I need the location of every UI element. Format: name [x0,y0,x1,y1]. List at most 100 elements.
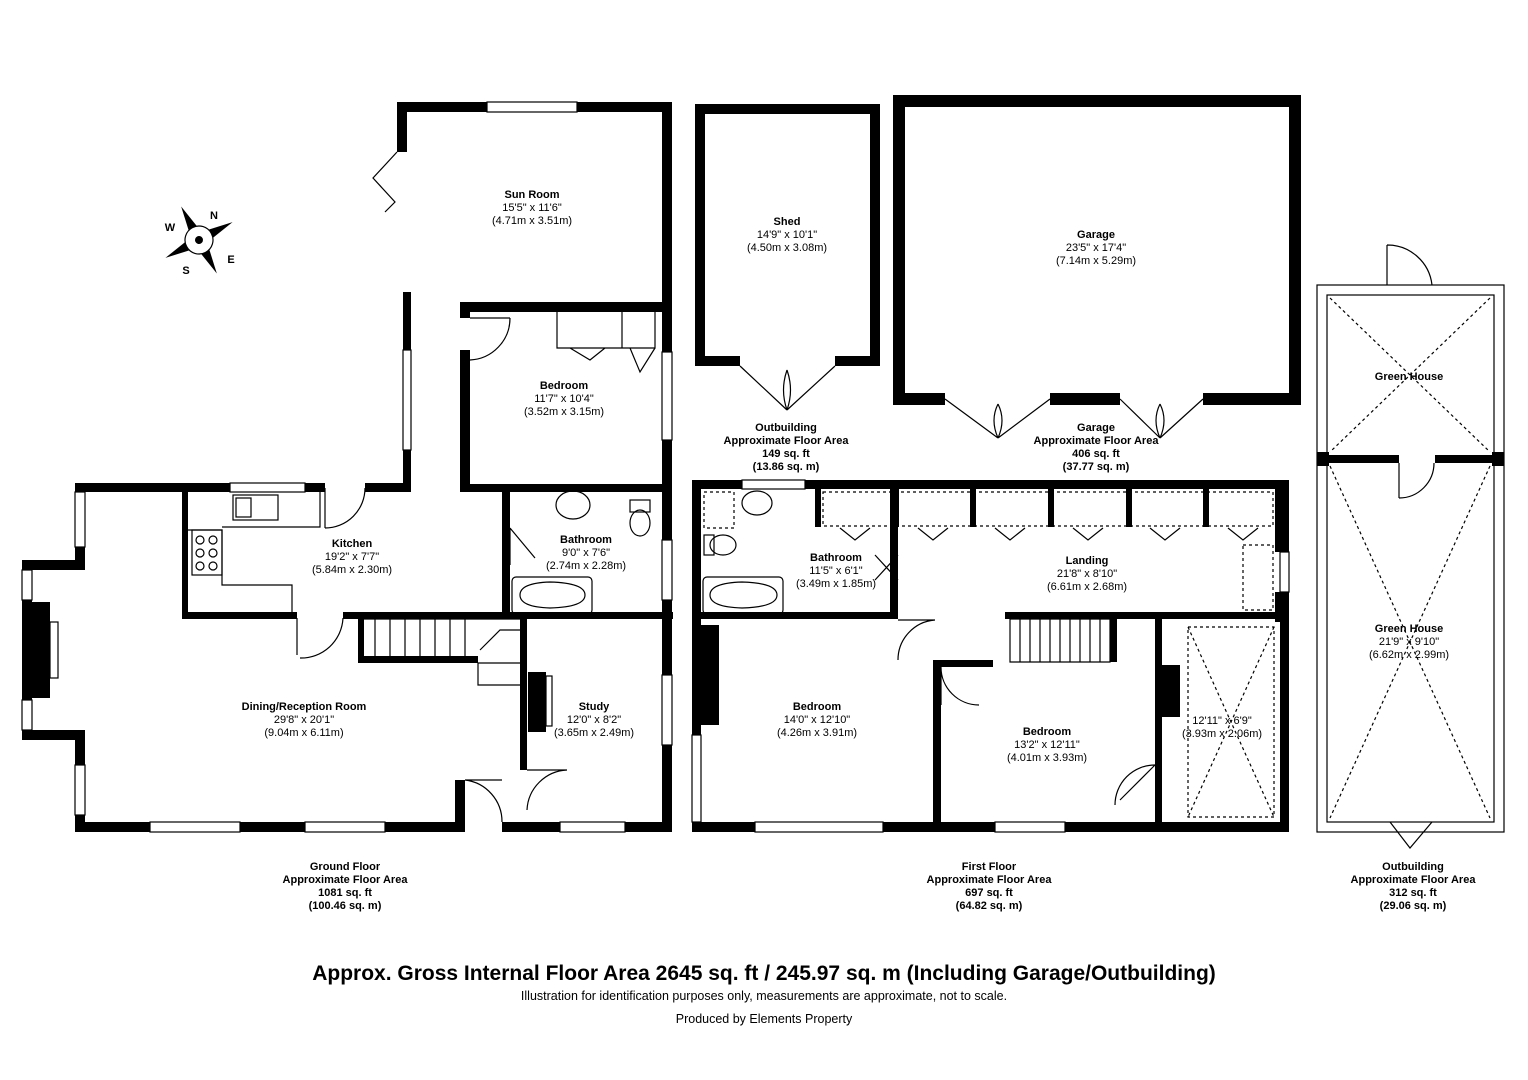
room-name: Landing [1065,555,1109,567]
window [149,821,241,833]
room-name: Bedroom [539,380,589,392]
room-name: Bedroom [792,701,842,713]
room-dims-metric: (3.52m x 3.15m) [523,406,605,418]
wall [75,483,325,492]
area-heading: Ground Floor [309,861,381,873]
room-dims-imperial: 21'9" x 9'10" [1378,636,1440,648]
compass-rose [165,206,233,274]
window [741,479,806,490]
area-subheading: Approximate Floor Area [282,874,408,886]
fireplace [528,672,546,732]
bathtub [519,581,586,609]
wardrobe [822,491,1274,527]
wall [933,660,941,828]
door [1119,398,1204,439]
room-name: Green House [1374,371,1444,383]
wall [1126,489,1132,527]
store-area [1187,626,1275,818]
wall [1317,452,1329,466]
area-sqft: 697 sq. ft [965,887,1013,899]
fireplace [1162,665,1180,717]
wall [1203,489,1209,527]
room-label-green-house: Green House 21'9" x 9'10" (6.62m x 2.99m… [1369,623,1449,662]
wall [805,480,1289,489]
room-label-garage: Garage 23'5" x 17'4" (7.14m x 5.29m) [1056,229,1136,268]
shower [703,491,735,529]
greenhouse-outline [1316,284,1505,833]
door [1386,244,1433,286]
compass-west-label: W [164,222,176,234]
room-dims-metric: (3.49m x 1.85m) [795,578,877,590]
room-label-landing: Landing 21'8" x 8'10" (6.61m x 2.68m) [1047,555,1127,594]
room-label-sun-room: Sun Room 15'5" x 11'6" (4.71m x 3.51m) [492,189,572,228]
room-label-dining: Dining/Reception Room 29'8" x 20'1" (9.0… [242,701,367,740]
room-label-study: Study 12'0" x 8'2" (3.65m x 2.49m) [554,701,634,740]
window [661,351,673,441]
sink [232,494,279,521]
room-dims-imperial: 21'8" x 8'10" [1056,568,1118,580]
wall [695,356,740,366]
wardrobe [556,312,656,374]
door [1398,462,1435,499]
area-sqm: (100.46 sq. m) [308,900,382,912]
wall [893,95,905,405]
area-heading: Garage [1077,422,1115,434]
window [21,569,33,601]
chimney-breast [49,621,59,679]
wall [701,612,898,619]
room-name: Kitchen [331,538,373,550]
wall [455,780,465,832]
room-dims-imperial: 19'2" x 7'7" [324,551,380,563]
wall [893,489,899,527]
wall [460,302,662,312]
wall [460,302,470,318]
stair-wall [358,656,478,663]
toilet [629,509,651,537]
area-summary-first-floor: First Floor Approximate Floor Area 697 s… [927,861,1052,913]
door [897,619,936,661]
room-dims-metric: (4.50m x 3.08m) [746,242,828,254]
room-label-bedroom-ground: Bedroom 11'7" x 10'4" (3.52m x 3.15m) [524,380,604,419]
room-name: Bedroom [1022,726,1072,738]
wall [1050,393,1120,405]
door [464,779,503,823]
wall [1289,95,1301,405]
room-label-kitchen: Kitchen 19'2" x 7'7" (5.84m x 2.30m) [312,538,392,577]
room-dims-imperial: 14'9" x 10'1" [756,229,818,241]
wall [523,612,673,619]
wall [502,488,510,618]
room-dims-metric: (6.62m x 2.99m) [1368,649,1450,661]
door [324,487,366,529]
room-dims-imperial: 12'11" x 6'9" [1192,715,1252,727]
wall [1435,455,1495,463]
room-label-bathroom-first: Bathroom 11'5" x 6'1" (3.49m x 1.85m) [796,552,876,591]
room-name: Garage [1077,229,1115,241]
wall [343,612,523,619]
hob-ring [208,535,218,545]
stair-wall [358,612,364,662]
toilet [629,499,651,513]
door [940,666,980,706]
wall [182,612,297,619]
window [1279,551,1290,593]
wall [870,104,880,366]
area-heading: Outbuilding [755,422,817,434]
hob-ring [195,535,205,545]
room-dims-metric: (4.26m x 3.91m) [776,727,858,739]
wall [22,730,85,740]
area-subheading: Approximate Floor Area [926,874,1052,886]
area-sqft: 149 sq. ft [762,448,810,460]
hob-ring [208,548,218,558]
window [994,821,1066,833]
room-dims-imperial: 11'7" x 10'4" [534,393,594,405]
compass-east-label: E [227,254,235,266]
wall [1110,612,1117,662]
wall [365,483,411,492]
greenhouse-glass [1329,465,1491,819]
area-sqm: (64.82 sq. m) [955,900,1023,912]
wall [22,560,32,740]
door [944,398,1051,439]
area-heading: First Floor [961,861,1017,873]
wall [75,822,465,832]
wall [933,660,993,667]
